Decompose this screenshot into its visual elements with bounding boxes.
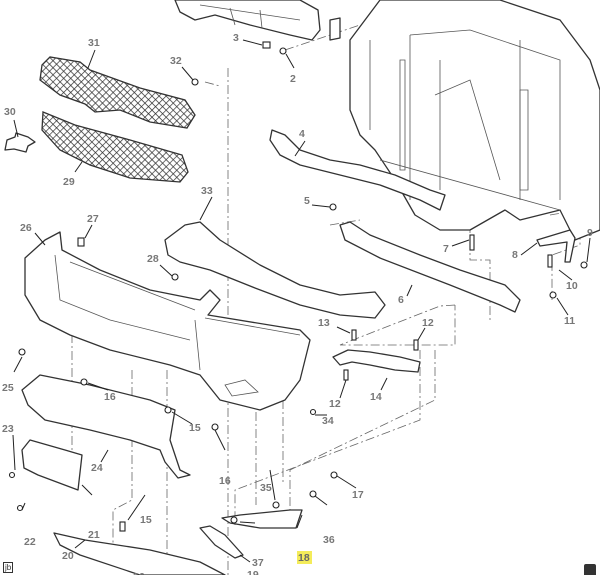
callout-33[interactable]: 33: [201, 185, 213, 197]
callout-highlight: [297, 551, 312, 564]
upper-support: [269, 129, 446, 211]
callout-30[interactable]: 30: [4, 106, 16, 118]
callout-9[interactable]: 9: [587, 227, 593, 239]
fascia-trim-molding: [221, 509, 303, 529]
license-bracket: [21, 439, 83, 491]
callout-37[interactable]: 37: [252, 557, 264, 569]
callout-24[interactable]: 24: [91, 462, 103, 474]
callout-31[interactable]: 31: [88, 37, 100, 49]
callout-21[interactable]: 21: [88, 529, 100, 541]
callout-20[interactable]: 20: [62, 550, 74, 562]
callout-12-upper[interactable]: 12: [422, 317, 434, 329]
callout-27[interactable]: 27: [87, 213, 99, 225]
callout-28[interactable]: 28: [147, 253, 159, 265]
emblem: [4, 132, 36, 153]
bracket: [536, 229, 576, 263]
callout-2[interactable]: 2: [290, 73, 296, 85]
callout-29[interactable]: 29: [63, 176, 75, 188]
callout-25[interactable]: 25: [2, 382, 14, 394]
fog-lamp-bracket: [332, 349, 421, 373]
callout-36[interactable]: 36: [323, 534, 335, 546]
callout-16-center[interactable]: 16: [219, 475, 231, 487]
callout-4[interactable]: 4: [299, 128, 305, 140]
callout-19[interactable]: 19: [247, 569, 259, 575]
leader-lines: [12, 39, 591, 563]
jb-badge: jb: [3, 562, 14, 573]
callout-3[interactable]: 3: [233, 32, 239, 44]
callout-12-lower[interactable]: 12: [329, 398, 341, 410]
callout-5[interactable]: 5: [304, 195, 310, 207]
callout-34[interactable]: 34: [322, 415, 334, 427]
callout-14[interactable]: 14: [370, 391, 382, 403]
callout-35[interactable]: 35: [260, 482, 272, 494]
callout-23[interactable]: 23: [2, 423, 14, 435]
callout-10[interactable]: 10: [566, 280, 578, 292]
lower-fascia-grille: [53, 532, 226, 575]
energy-absorber: [164, 221, 386, 319]
callout-17[interactable]: 17: [352, 489, 364, 501]
callout-22[interactable]: 22: [24, 536, 36, 548]
callout-15-lower[interactable]: 15: [140, 514, 152, 526]
front-fascia: [24, 231, 311, 411]
lower-grille: [41, 111, 189, 183]
callout-8[interactable]: 8: [512, 249, 518, 261]
callout-32[interactable]: 32: [170, 55, 182, 67]
callout-11[interactable]: 11: [564, 315, 575, 327]
callout-labels: 3 2 31 32 30 29 4 5 33 26 27 28 7 8 9 10…: [2, 32, 593, 575]
fog-lamp-bezel: [199, 525, 244, 559]
callout-6[interactable]: 6: [398, 294, 404, 306]
callout-7[interactable]: 7: [443, 243, 449, 255]
print-icon[interactable]: [584, 564, 596, 575]
callout-16-bottom[interactable]: 16: [133, 571, 145, 575]
callout-16-left[interactable]: 16: [104, 391, 116, 403]
impact-bar: [339, 221, 521, 313]
callout-15-upper[interactable]: 15: [189, 422, 201, 434]
callout-13[interactable]: 13: [318, 317, 330, 329]
upper-grille: [39, 56, 196, 129]
callout-18[interactable]: 18: [298, 552, 310, 564]
lower-air-deflector: [21, 374, 191, 479]
radiator-support: [174, 0, 600, 241]
fasteners: [8, 41, 588, 532]
callout-26[interactable]: 26: [20, 222, 32, 234]
